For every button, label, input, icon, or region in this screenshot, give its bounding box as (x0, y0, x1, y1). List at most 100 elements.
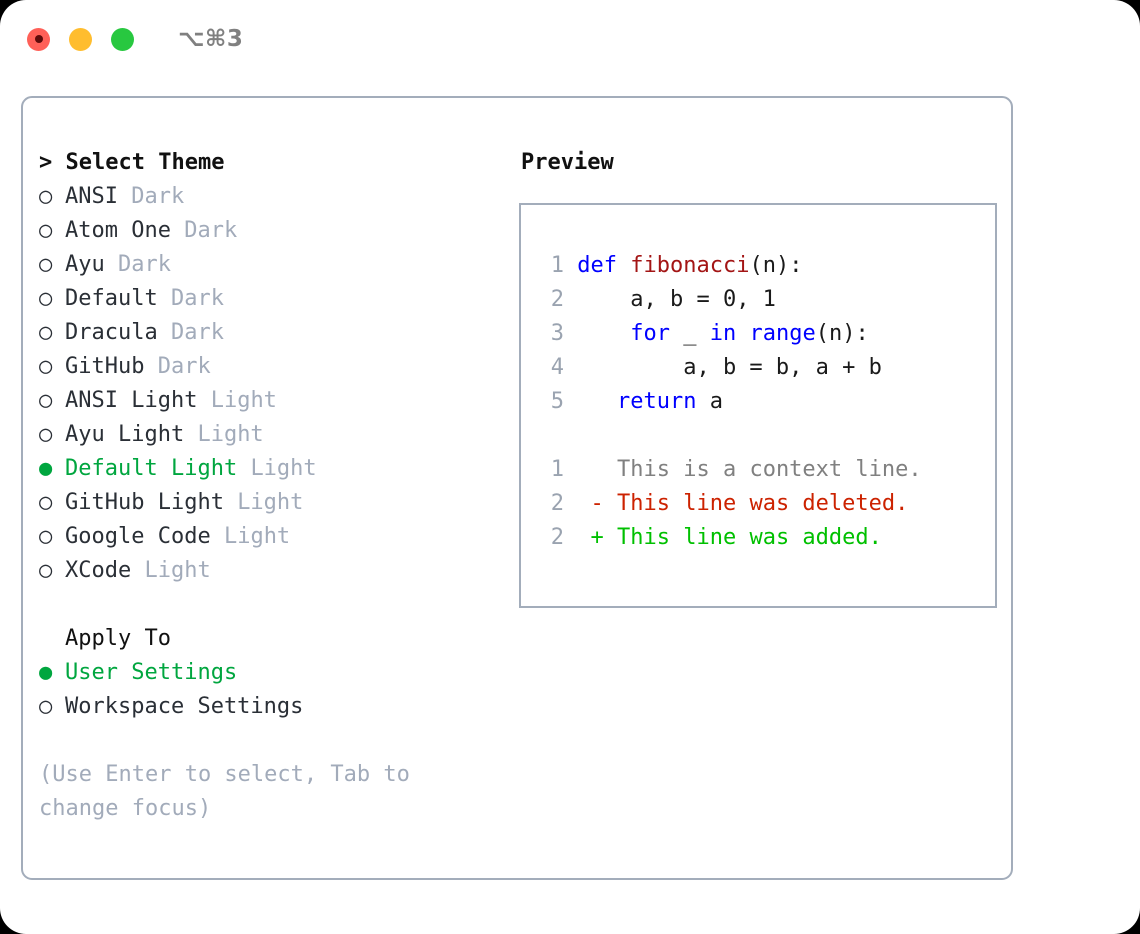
radio-unselected-icon: ○ (39, 320, 66, 345)
radio-unselected-icon: ○ (39, 184, 66, 209)
theme-mode-tag: Light (250, 456, 317, 481)
line-number: 2 (550, 287, 564, 312)
diff-sign: - (590, 491, 617, 516)
theme-mode-tag: Dark (131, 184, 185, 209)
theme-name-label: XCode (65, 558, 145, 583)
code-token (577, 321, 630, 346)
radio-unselected-icon: ○ (39, 490, 66, 515)
gutter-gap (564, 491, 591, 516)
theme-picker-panel: > Select Theme ○ ANSI Dark○ Atom One Dar… (39, 146, 501, 878)
theme-mode-tag: Dark (170, 320, 224, 345)
apply-to-option[interactable]: ● User Settings (39, 656, 501, 690)
diff-text: This line was deleted. (617, 491, 909, 516)
theme-mode-tag: Dark (117, 252, 171, 277)
gutter-gap (564, 287, 577, 312)
gutter-gap (564, 253, 577, 278)
radio-unselected-icon: ○ (39, 524, 66, 549)
keyboard-hint: (Use Enter to select, Tab to change focu… (39, 762, 410, 821)
theme-list: ○ ANSI Dark○ Atom One Dark○ Ayu Dark○ De… (39, 180, 501, 588)
diff-sign: + (590, 525, 617, 550)
theme-mode-tag: Light (197, 422, 264, 447)
theme-name-label: Dracula (65, 320, 171, 345)
diff-line: 2 - This line was deleted. (521, 487, 995, 521)
prompt-caret-icon: > (39, 150, 53, 175)
hint-spacer (39, 724, 501, 758)
radio-unselected-icon: ○ (39, 694, 66, 719)
theme-list-item[interactable]: ○ GitHub Dark (39, 350, 501, 384)
theme-name-label: Ayu Light (65, 422, 198, 447)
theme-mode-tag: Light (210, 388, 277, 413)
gutter-gap (564, 525, 591, 550)
line-number: 4 (550, 355, 564, 380)
theme-name-label: ANSI (65, 184, 132, 209)
radio-unselected-icon: ○ (39, 422, 66, 447)
apply-to-option[interactable]: ○ Workspace Settings (39, 690, 501, 724)
radio-unselected-icon: ○ (39, 218, 66, 243)
page-title: > Select Theme (39, 146, 501, 180)
theme-list-item[interactable]: ○ Ayu Light Light (39, 418, 501, 452)
code-token: _ (669, 321, 710, 346)
line-number: 1 (550, 253, 564, 278)
theme-list-item[interactable]: ○ Atom One Dark (39, 214, 501, 248)
diff-line: 1 This is a context line. (521, 453, 995, 487)
window-content: > Select Theme ○ ANSI Dark○ Atom One Dar… (23, 98, 1011, 878)
line-number: 2 (550, 525, 564, 550)
theme-name-label: ANSI Light (65, 388, 211, 413)
theme-name-label: Atom One (65, 218, 185, 243)
diff-sample: 1 This is a context line.2 - This line w… (521, 453, 995, 555)
theme-mode-tag: Light (237, 490, 304, 515)
code-line: 2 a, b = 0, 1 (521, 283, 995, 317)
theme-list-item[interactable]: ● Default Light Light (39, 452, 501, 486)
theme-list-item[interactable]: ○ ANSI Dark (39, 180, 501, 214)
radio-unselected-icon: ○ (39, 354, 66, 379)
theme-name-label: Default (65, 286, 171, 311)
theme-name-label: Ayu (65, 252, 118, 277)
code-line: 4 a, b = b, a + b (521, 351, 995, 385)
minimize-button[interactable] (69, 27, 92, 51)
theme-list-item[interactable]: ○ Default Dark (39, 282, 501, 316)
title-bar: ⌥⌘3 (0, 0, 1140, 78)
diff-text: This line was added. (617, 525, 882, 550)
theme-list-item[interactable]: ○ Google Code Light (39, 520, 501, 554)
theme-list-item[interactable]: ○ ANSI Light Light (39, 384, 501, 418)
keyboard-shortcut-label: ⌥⌘3 (178, 26, 244, 52)
code-token: (n): (749, 253, 803, 278)
code-token: a, b = b, a + b (577, 355, 882, 380)
theme-mode-tag: Light (223, 524, 291, 549)
maximize-button[interactable] (111, 27, 134, 51)
theme-mode-tag: Dark (170, 286, 224, 311)
diff-line: 2 + This line was added. (521, 521, 995, 555)
gutter-gap (564, 457, 591, 482)
diff-text: This is a context line. (617, 457, 922, 482)
radio-selected-icon: ● (39, 660, 66, 685)
code-line: 5 return a (521, 385, 995, 419)
apply-to-heading: Apply To (65, 626, 171, 651)
line-number: 3 (550, 321, 564, 346)
theme-list-item[interactable]: ○ GitHub Light Light (39, 486, 501, 520)
code-token: fibonacci (630, 253, 750, 278)
code-token (577, 389, 617, 414)
theme-list-item[interactable]: ○ XCode Light (39, 554, 501, 588)
theme-mode-tag: Dark (184, 218, 238, 243)
radio-selected-icon: ● (39, 456, 66, 481)
code-token: a, b = 0, 1 (577, 287, 776, 312)
list-spacer (39, 588, 501, 622)
apply-to-label: User Settings (65, 660, 238, 685)
line-number: 1 (550, 457, 564, 482)
theme-name-label: GitHub (65, 354, 158, 379)
theme-mode-tag: Dark (157, 354, 211, 379)
theme-list-item[interactable]: ○ Ayu Dark (39, 248, 501, 282)
code-line: 1 def fibonacci(n): (521, 249, 995, 283)
code-token: for (630, 321, 670, 346)
code-token: in range (709, 321, 816, 346)
theme-name-label: Default Light (65, 456, 251, 481)
theme-mode-tag: Light (144, 558, 211, 583)
radio-unselected-icon: ○ (39, 252, 66, 277)
theme-name-label: Google Code (65, 524, 224, 549)
close-button[interactable] (27, 27, 50, 51)
gutter-gap (564, 389, 577, 414)
theme-list-item[interactable]: ○ Dracula Dark (39, 316, 501, 350)
code-token: return (617, 389, 697, 414)
